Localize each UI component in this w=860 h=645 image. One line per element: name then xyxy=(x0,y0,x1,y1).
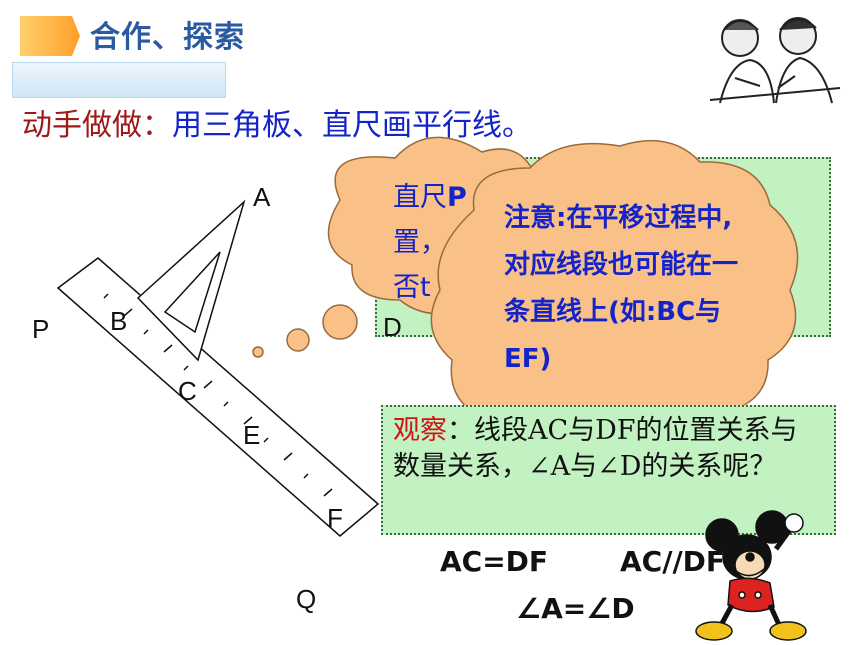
point-label-d: D xyxy=(383,312,402,342)
point-label-a: A xyxy=(253,182,271,212)
mickey-mouse-icon xyxy=(695,510,807,641)
observe-label: 观察 xyxy=(393,415,447,446)
header-bar xyxy=(12,62,226,98)
point-label-p: P xyxy=(32,314,50,344)
subtitle-rest: 用三角板、直尺画平行线。 xyxy=(172,108,532,143)
orange-tab-icon xyxy=(20,16,80,56)
callout-small-line3: 否t xyxy=(393,272,431,303)
callout-small-text: 直尺P 置， 否t xyxy=(393,175,503,310)
callout-small-line1-b: P xyxy=(447,182,467,213)
subtitle-lead: 动手做做： xyxy=(22,108,172,143)
result-eq2: AC//DF xyxy=(620,545,726,578)
point-label-f: F xyxy=(327,503,343,533)
section-title: 合作、探索 xyxy=(90,20,245,55)
point-label-q: Q xyxy=(296,584,317,614)
point-label-e: E xyxy=(243,420,261,450)
callout-small-line1-a: 直尺 xyxy=(393,182,447,213)
ruler-triangle-figure xyxy=(56,199,380,537)
point-label-c: C xyxy=(178,376,197,406)
kids-drawing-icon xyxy=(709,17,841,104)
point-label-b: B xyxy=(110,306,128,336)
callout-small-line2: 置， xyxy=(393,227,447,258)
result-eq3: ∠A=∠D xyxy=(516,592,635,625)
observe-text: ：线段AC与DF的位置关系与数量关系，∠A与∠D的关系呢？ xyxy=(393,415,798,482)
subtitle: 动手做做：用三角板、直尺画平行线。 xyxy=(22,100,532,144)
callout-note-text: 注意:在平移过程中,对应线段也可能在一条直线上(如:BC与EF) xyxy=(504,203,739,374)
observation-box: 观察：线段AC与DF的位置关系与数量关系，∠A与∠D的关系呢？ xyxy=(381,405,836,535)
result-eq1: AC=DF xyxy=(440,545,549,578)
